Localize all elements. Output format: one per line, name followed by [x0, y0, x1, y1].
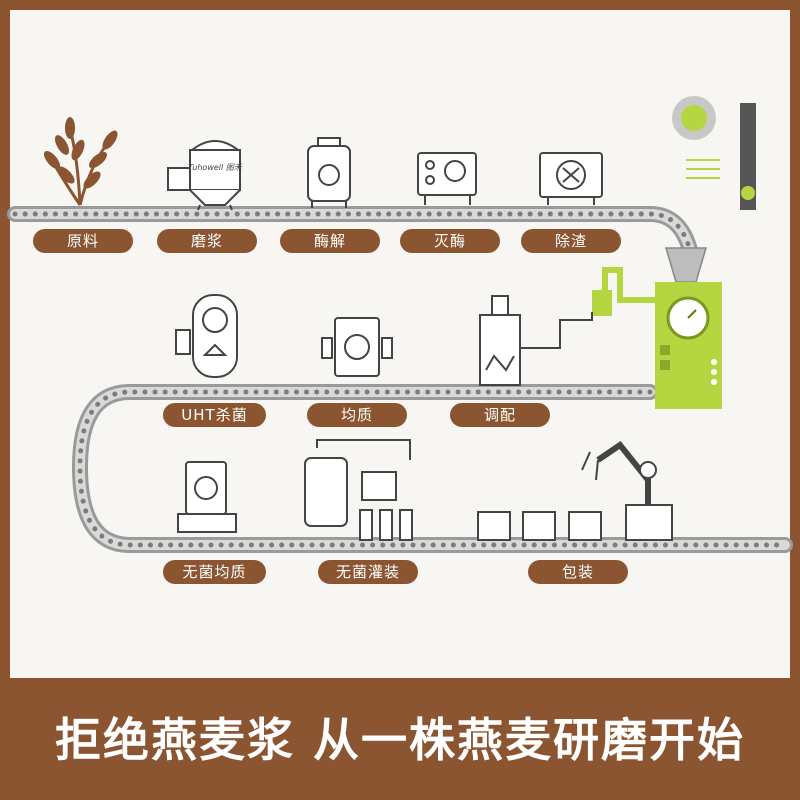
package-box-icons	[477, 511, 602, 541]
oat-plant-icon	[43, 117, 118, 206]
enzyme-deactivation-machine-icon	[417, 152, 477, 205]
control-lever-icon	[740, 103, 756, 210]
mixing-unit-icon	[479, 295, 593, 386]
blending-machine-icon	[592, 247, 722, 409]
aseptic-filling-machine-icon	[304, 439, 413, 541]
step-label-raw-material: 原料	[33, 229, 133, 253]
step-label-slag-removal: 除渣	[521, 229, 621, 253]
step-label-enzyme-kill: 灭酶	[400, 229, 500, 253]
grinding-machine-icon	[167, 140, 241, 211]
step-label-uht-sterilization: UHT杀菌	[163, 403, 266, 427]
homogenizer-icon	[321, 317, 393, 377]
conveyor-belt	[7, 206, 793, 553]
step-label-aseptic-homogenization: 无菌均质	[163, 560, 266, 584]
step-label-enzymolysis: 酶解	[280, 229, 380, 253]
enzymolysis-tank-icon	[307, 137, 351, 208]
step-label-blending: 调配	[450, 403, 550, 427]
filter-machine-icon	[539, 152, 603, 205]
step-label-aseptic-filling: 无菌灌装	[318, 560, 418, 584]
indicator-lamp-icon	[672, 96, 720, 179]
uht-sterilizer-icon	[175, 294, 238, 378]
aseptic-homogenizer-icon	[177, 461, 237, 533]
step-label-homogenization: 均质	[307, 403, 407, 427]
step-label-grinding: 磨浆	[157, 229, 257, 253]
step-label-packaging: 包装	[528, 560, 628, 584]
brand-mark: Tuhowell 图禾	[188, 163, 243, 172]
tagline: 拒绝燕麦浆 从一株燕麦研磨开始	[54, 713, 745, 767]
robot-arm-icon	[581, 440, 673, 541]
